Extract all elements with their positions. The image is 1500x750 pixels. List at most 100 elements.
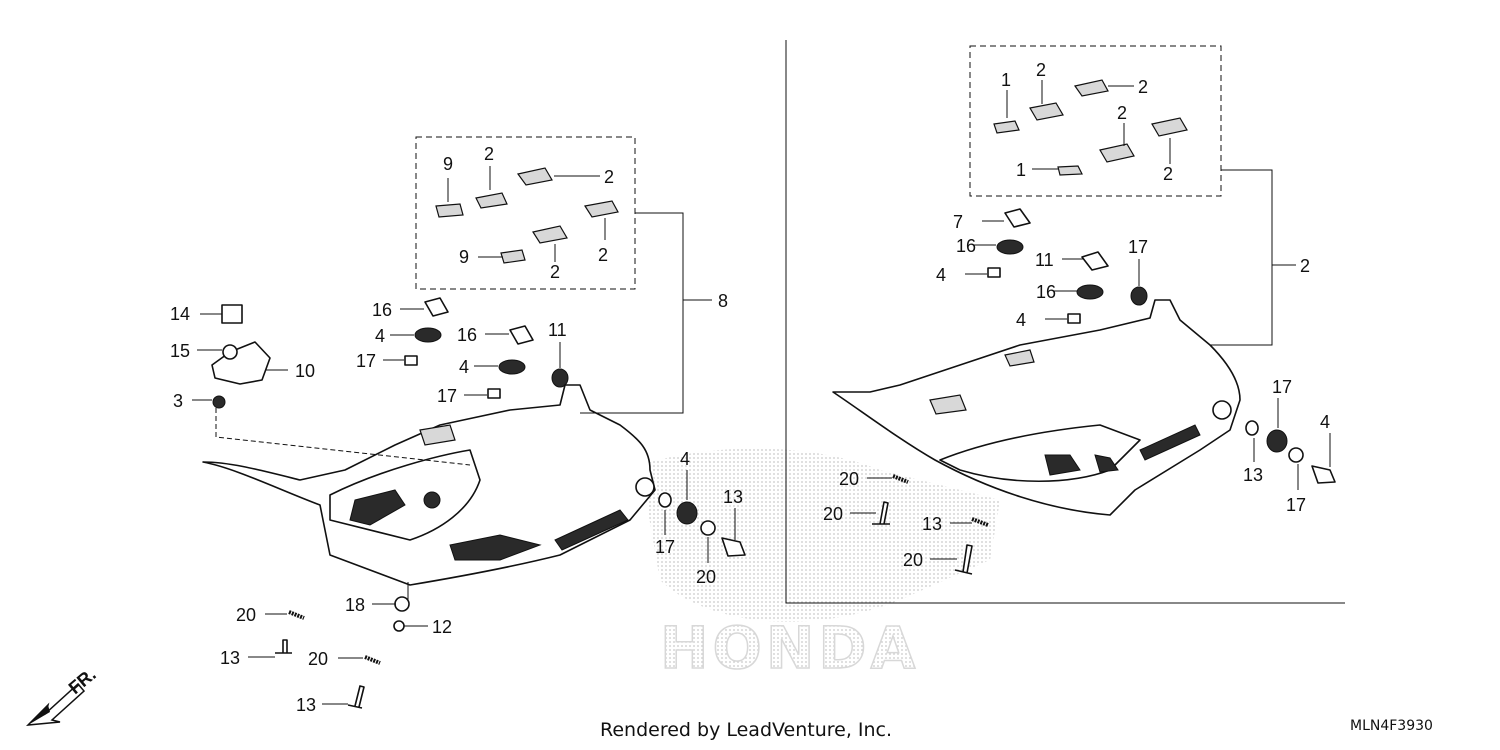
pad-kit-box-right: [969, 45, 1222, 197]
callout-9: 9: [459, 247, 469, 267]
callout-1: 1: [1001, 70, 1011, 90]
callout-4: 17: [1272, 377, 1292, 397]
grommet-part-4-b: [498, 359, 526, 375]
callout-13: 4: [1320, 412, 1330, 432]
honda-watermark: HONDA: [640, 448, 1000, 683]
callout-17: 17: [437, 386, 457, 406]
callout-labels: 9 2 2 9 2 2 8 14 15 10 3 16 4 17 16 4 17…: [170, 60, 1330, 715]
callout-2: 2: [1036, 60, 1046, 80]
callout-16: 11: [1035, 250, 1054, 270]
clip-part-16-d: [1081, 251, 1109, 271]
callout-4: 4: [459, 357, 469, 377]
callout-7: 2: [1300, 256, 1310, 276]
skid-plate-left: [202, 384, 656, 586]
collar-part-17-a: [404, 355, 418, 366]
bolt-part-13-c: [347, 685, 365, 709]
front-direction-arrow: FR.: [25, 664, 100, 726]
pad-part-1-b: [1057, 165, 1083, 176]
grommet-part-11-a: [551, 368, 569, 388]
callout-17: 17: [356, 351, 376, 371]
callout-2: 2: [598, 245, 608, 265]
bracket-part-10: [211, 341, 271, 385]
credit-text: Rendered by LeadVenture, Inc.: [600, 719, 893, 741]
washer-part-18: [394, 596, 410, 612]
pad-part-2-g: [1151, 117, 1188, 137]
callout-2: 2: [484, 144, 494, 164]
washer-part-3: [212, 395, 226, 409]
collar-part-17-f: [1245, 420, 1259, 436]
callout-16: 16: [372, 300, 392, 320]
pad-part-2-e: [1029, 102, 1064, 121]
pad-part-2-d: [532, 225, 568, 244]
callout-4: 4: [680, 449, 690, 469]
pad-part-2-f: [1073, 79, 1109, 97]
callout-13: 20: [903, 550, 923, 570]
right-panel-frame: [785, 40, 1345, 604]
grommet-part-4-f: [1266, 429, 1288, 453]
bolt-part-13-f: [954, 544, 973, 575]
bolt-part-13-e: [872, 501, 890, 525]
collar-part-17-d: [987, 267, 1001, 278]
clip-part-20-c: [364, 655, 381, 665]
nut-part-12: [393, 620, 405, 632]
callout-20: 20: [236, 605, 256, 625]
callout-9: 9: [443, 154, 453, 174]
callout-4: 16: [1036, 282, 1056, 302]
callout-18: 18: [345, 595, 365, 615]
pad-part-2-a: [475, 192, 508, 209]
grommet-part-4-e: [1076, 284, 1104, 300]
callout-20: 13: [922, 514, 942, 534]
right-leader-lines: [850, 80, 1331, 560]
callout-3: 3: [173, 391, 183, 411]
pad-part-9-b: [500, 249, 526, 264]
callout-17: 4: [936, 265, 946, 285]
grommet-part-4-d: [996, 239, 1024, 255]
callout-20: 20: [696, 567, 716, 587]
collar-part-17-c: [658, 492, 672, 508]
callout-16: 7: [953, 212, 963, 232]
washer-part-20-a: [700, 520, 716, 536]
nut-part-14: [221, 304, 243, 324]
callout-10: 10: [295, 361, 315, 381]
callout-20: 20: [839, 469, 859, 489]
clip-part-16-a: [424, 297, 449, 317]
callout-13: 20: [823, 504, 843, 524]
clip-part-16-b: [509, 325, 534, 345]
callout-13: 13: [220, 648, 240, 668]
callout-1: 1: [1016, 160, 1026, 180]
skid-plate-right: [832, 299, 1241, 516]
clip-part-20-b: [288, 610, 305, 620]
callout-13: 13: [723, 487, 743, 507]
callout-2: 2: [604, 167, 614, 187]
callout-4: 16: [956, 236, 976, 256]
watermark-text: HONDA: [660, 614, 919, 682]
collar-part-17-e: [1067, 313, 1081, 324]
pad-part-2-c: [584, 200, 619, 218]
clip-part-20-e: [892, 474, 909, 484]
pad-part-1-a: [993, 120, 1020, 134]
callout-11: 11: [548, 320, 567, 340]
callout-11: 17: [1128, 237, 1148, 257]
callout-15: 15: [170, 341, 190, 361]
washer-part-20-d: [1288, 447, 1304, 463]
callout-13: 13: [296, 695, 316, 715]
callout-17: 4: [1016, 310, 1026, 330]
bolt-part-13-b: [275, 639, 292, 654]
pad-part-2-h: [1099, 143, 1135, 163]
callout-8: 8: [718, 291, 728, 311]
collar-part-15: [222, 344, 238, 360]
bolt-part-13-a: [721, 537, 746, 557]
grommet-part-11-b: [1130, 286, 1148, 306]
callout-2: 2: [1138, 77, 1148, 97]
callout-14: 14: [170, 304, 190, 324]
callout-2: 2: [550, 262, 560, 282]
pad-part-9-a: [435, 203, 464, 218]
bolt-part-13-d: [1311, 465, 1336, 484]
callout-12: 12: [432, 617, 452, 637]
grommet-part-4-c: [676, 501, 698, 525]
callout-20: 17: [1286, 495, 1306, 515]
clip-part-16-c: [1004, 208, 1031, 228]
callout-2: 2: [1163, 164, 1173, 184]
grommet-part-4-a: [414, 327, 442, 343]
